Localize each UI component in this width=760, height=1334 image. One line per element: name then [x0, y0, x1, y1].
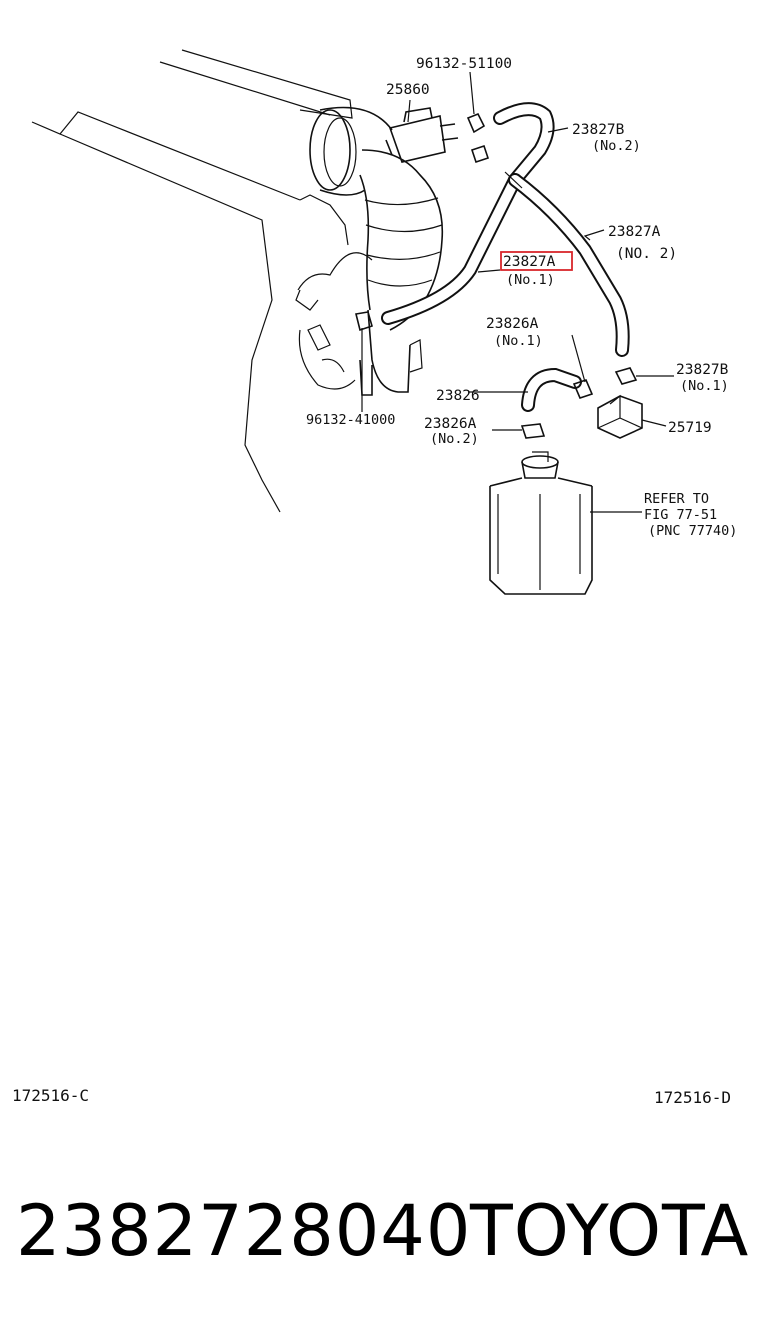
label-refer-line2: FIG 77-51	[644, 507, 717, 523]
label-23827a-highlighted-sub: (No.1)	[506, 272, 555, 288]
figure-id-left: 172516-C	[12, 1086, 90, 1105]
label-23827b-mid: 23827B	[676, 362, 729, 378]
clamp-96132-51100	[466, 112, 490, 164]
label-refer-line1: REFER TO	[644, 491, 709, 507]
hose-23827b-no2	[493, 102, 555, 187]
air-intake-hose	[309, 106, 444, 396]
label-25860: 25860	[386, 82, 430, 98]
label-23827b-mid-sub: (No.1)	[680, 378, 729, 394]
label-23827a-right: 23827A	[608, 224, 661, 240]
figure-id-right: 172516-D	[654, 1088, 732, 1107]
charcoal-canister	[489, 451, 593, 595]
label-25719: 25719	[668, 420, 712, 436]
clamp-23826a-no1	[572, 379, 594, 399]
label-23827a-highlighted: 23827A	[503, 254, 556, 270]
highlight-box	[500, 251, 573, 271]
part-number: 2382728040	[16, 1190, 472, 1272]
engine-outline	[31, 49, 373, 513]
label-23827b-top-sub: (No.2)	[592, 138, 641, 154]
label-96132-51100: 96132-51100	[416, 56, 512, 72]
labels: 96132-51100 25860 23827B (No.2) 23827A (…	[306, 56, 737, 539]
clamp-96132-41000	[355, 311, 373, 332]
hose-23827a-no1	[381, 173, 522, 325]
bracket-25719	[597, 394, 643, 439]
label-23826: 23826	[436, 388, 480, 404]
label-23827b-top: 23827B	[572, 122, 625, 138]
vsv-valve-25860	[385, 107, 459, 163]
leader-lines	[361, 71, 674, 513]
label-23826a-top-sub: (No.1)	[494, 333, 543, 349]
clamp-23827b-no1	[614, 367, 638, 385]
brand-name: TOYOTA	[470, 1190, 750, 1272]
hose-23826	[521, 367, 582, 412]
label-refer-line3: (PNC 77740)	[648, 523, 737, 539]
label-23826a-bot-sub: (No.2)	[430, 431, 479, 447]
label-23826a-bot: 23826A	[424, 416, 477, 432]
hose-23827a-no2	[504, 171, 630, 357]
label-23827a-right-sub: (NO. 2)	[616, 246, 677, 262]
label-96132-41000: 96132-41000	[306, 412, 395, 428]
clamp-23826a-no2	[520, 423, 546, 439]
label-23826a-top: 23826A	[486, 316, 539, 332]
